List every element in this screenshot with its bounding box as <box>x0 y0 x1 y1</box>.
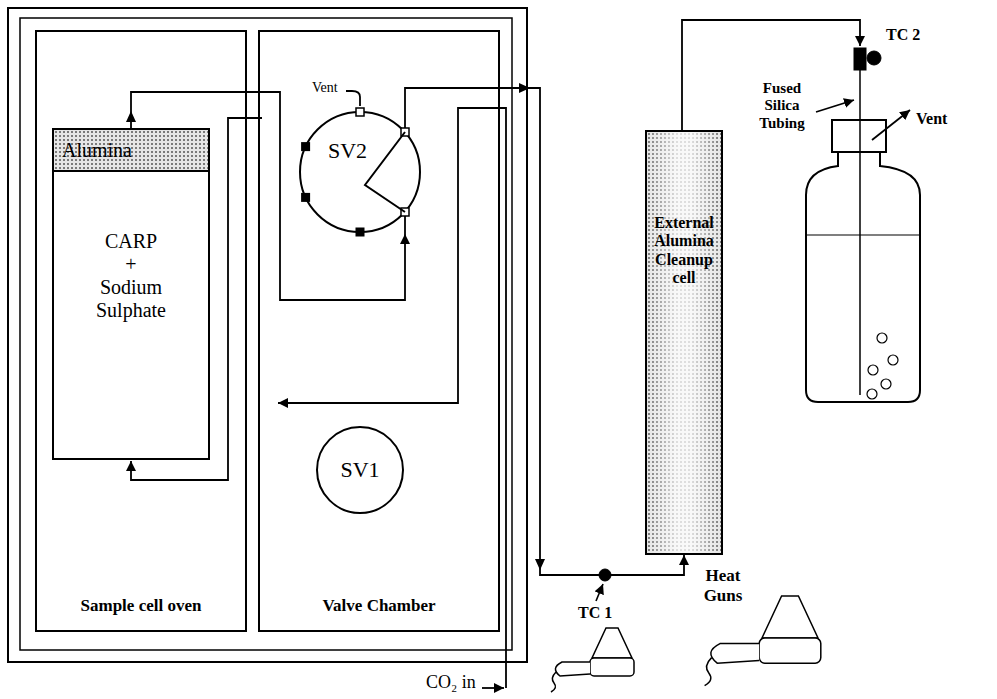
oven-box: Sample cell oven AluminaCARP + Sodium Sul… <box>35 30 247 632</box>
thermocouple-label: TC 2 <box>886 26 920 44</box>
equipment-label: Heat Guns <box>692 566 754 605</box>
node-text: External Alumina Cleanup cell <box>651 214 717 288</box>
collection-vial <box>806 152 920 402</box>
thermocouple <box>596 48 881 601</box>
valve-body <box>317 427 403 513</box>
collection-vial <box>888 355 898 365</box>
heat-gun <box>705 596 821 686</box>
valve-port-line <box>404 216 406 234</box>
collection-vial <box>806 110 920 402</box>
tubing-label: Fused Silica Tubing <box>750 80 814 132</box>
thermocouple <box>867 51 881 65</box>
valve-circle: SV2 <box>298 110 422 234</box>
heat-gun <box>759 638 821 663</box>
node-text: SV2 <box>328 138 367 163</box>
vent-label: Vent <box>312 80 338 96</box>
heat-gun <box>551 628 634 692</box>
valve-port-blocked <box>301 142 310 151</box>
collection-vial <box>867 389 877 399</box>
flow-line <box>405 88 684 575</box>
valve-port-blocked <box>301 193 310 202</box>
sample-bed: CARP + Sodium Sulphate <box>52 170 210 460</box>
heat-gun <box>762 596 818 638</box>
collection-vial <box>868 365 878 375</box>
heat-gun <box>555 662 590 676</box>
flow-line <box>131 92 405 300</box>
instrument-frame <box>8 8 527 662</box>
transfer-line <box>816 100 854 112</box>
heat-gun <box>705 658 712 686</box>
thermocouple <box>596 584 603 601</box>
alumina-layer: Alumina <box>52 128 210 172</box>
thermocouple-label: TC 1 <box>578 604 612 622</box>
node-text: Alumina <box>62 139 132 162</box>
transfer-line <box>682 20 860 130</box>
valve-port-line <box>346 91 360 106</box>
collection-vial <box>877 333 887 343</box>
heat-gun <box>711 644 759 664</box>
vent-label: Vent <box>916 110 947 128</box>
transfer-line <box>859 70 861 395</box>
co2-line <box>278 108 506 688</box>
thermocouple <box>854 48 866 70</box>
node-text: Valve Chamber <box>322 596 435 616</box>
valve-port-blocked <box>356 228 365 237</box>
heat-gun <box>590 658 634 676</box>
valve-circle: SV1 <box>315 425 405 515</box>
heat-gun <box>551 672 556 692</box>
node-text: SV1 <box>340 457 379 482</box>
valve-port <box>356 108 364 116</box>
inlet-label: CO₂ in <box>426 672 476 693</box>
instrument-frame <box>8 8 527 662</box>
valve-rotor <box>365 132 405 212</box>
heat-gun <box>592 628 632 658</box>
collection-vial <box>881 379 891 389</box>
node-text: CARP + Sodium Sulphate <box>81 230 181 322</box>
valve-chamber-box: Valve Chamber SV2SV1 <box>258 30 500 632</box>
connector-layer <box>131 88 684 575</box>
valve-body <box>300 112 420 232</box>
co2-line <box>482 687 504 689</box>
valve-outline <box>298 110 422 234</box>
node-text: Sample cell oven <box>81 596 202 616</box>
valve-port-line <box>404 110 406 128</box>
collection-vial <box>872 110 910 140</box>
instrument-frame <box>20 18 512 650</box>
collection-vial <box>807 234 919 235</box>
cleanup-cell: External Alumina Cleanup cell <box>645 130 723 555</box>
